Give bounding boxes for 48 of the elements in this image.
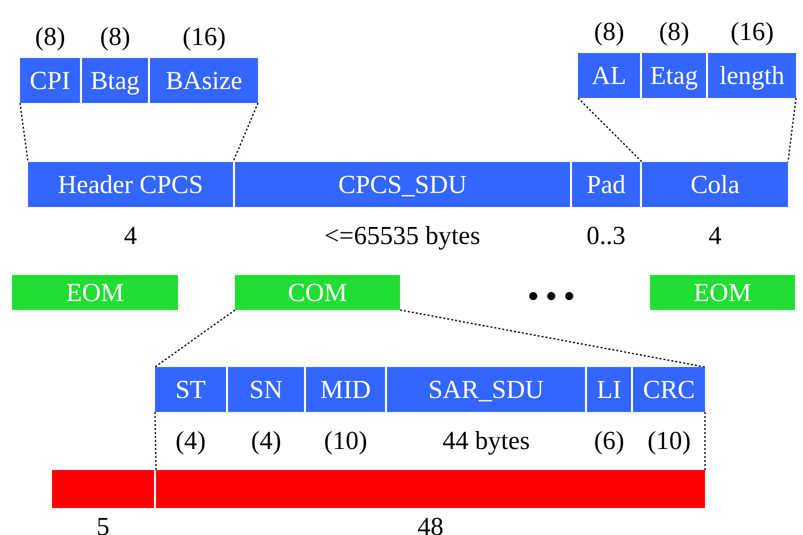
leader-line: [400, 309, 706, 368]
field-size-label: (10): [648, 428, 691, 454]
field-box: MID: [306, 367, 385, 412]
field-box: Cola: [642, 162, 788, 207]
leader-line: [232, 102, 259, 162]
leader-line: [154, 309, 236, 368]
field-size-label: (16): [730, 19, 774, 45]
field-box: LI: [587, 367, 631, 412]
leader-line: [19, 102, 29, 162]
field-size-label: (6): [594, 428, 624, 454]
field-box: length: [708, 53, 796, 98]
leader-line: [154, 412, 157, 470]
bar-block: [52, 470, 154, 508]
field-box: AL: [578, 53, 640, 98]
field-box: Header CPCS: [28, 162, 233, 207]
field-size-label: 4: [124, 223, 137, 249]
field-size-label: (8): [35, 24, 66, 50]
field-box: ST: [155, 367, 226, 412]
field-box: EOM: [650, 275, 795, 310]
field-box: SN: [228, 367, 304, 412]
field-size-label: 4: [708, 223, 722, 249]
field-size-label: 48: [418, 514, 444, 535]
field-size-label: (10): [324, 428, 368, 454]
field-size-label: <=65535 bytes: [324, 223, 480, 249]
ellipsis-mark: • • •: [528, 282, 575, 312]
field-box: EOM: [12, 275, 178, 310]
field-box: CPCS_SDU: [235, 162, 570, 207]
bar-block: [156, 470, 705, 508]
field-size-label: (4): [251, 428, 282, 454]
field-size-label: (8): [659, 19, 690, 45]
field-size-label: (8): [100, 24, 130, 50]
field-box: BAsize: [150, 58, 258, 103]
field-size-label: (4): [176, 428, 206, 454]
field-size-label: 0..3: [586, 223, 626, 249]
field-size-label: 44 bytes: [442, 428, 530, 454]
field-box: SAR_SDU: [387, 367, 585, 412]
field-box: Pad: [572, 162, 640, 207]
field-size-label: (16): [182, 24, 226, 50]
field-box: Etag: [642, 53, 706, 98]
field-size-label: (8): [594, 19, 624, 45]
field-box: CRC: [633, 367, 705, 412]
field-size-label: 5: [96, 514, 110, 535]
leader-line: [787, 98, 797, 162]
field-box: CPI: [20, 58, 80, 103]
field-box: Btag: [82, 58, 148, 103]
field-box: COM: [235, 275, 400, 310]
leader-line: [578, 98, 642, 162]
leader-line: [704, 412, 706, 470]
